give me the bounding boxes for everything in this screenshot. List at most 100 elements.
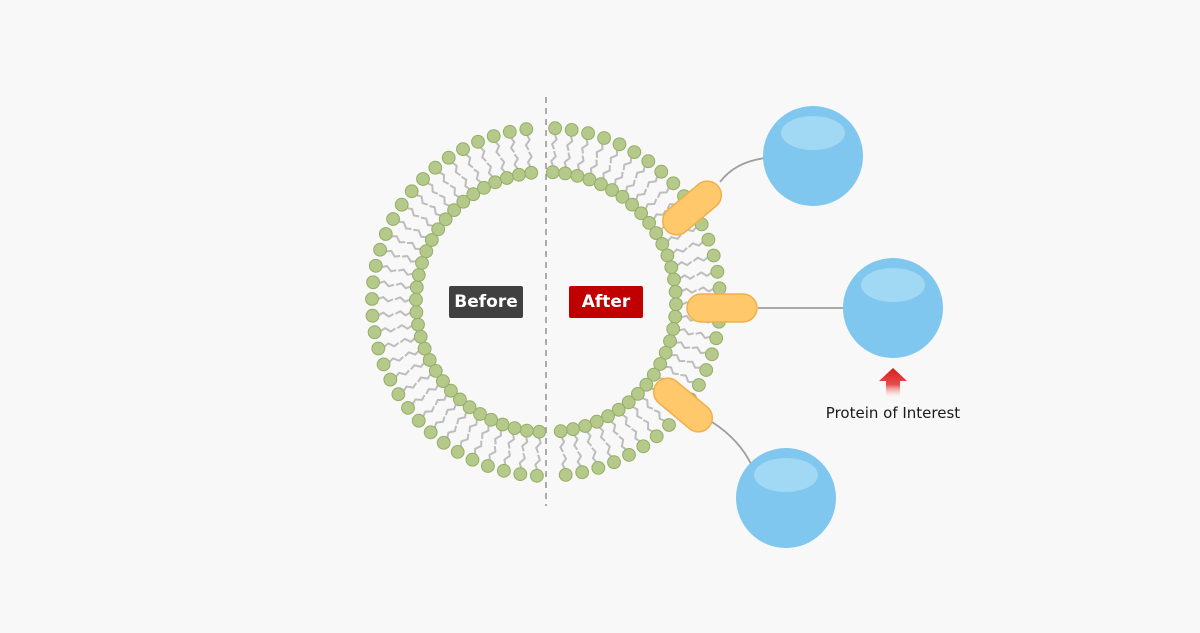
after-lipid-head bbox=[639, 377, 654, 392]
after-lipid-head bbox=[641, 154, 656, 169]
before-lipid-head bbox=[378, 227, 393, 241]
after-lipid-head bbox=[663, 334, 677, 349]
before-lipid-head bbox=[484, 412, 499, 427]
after-lipid-head bbox=[709, 331, 724, 346]
before-lipid-tail bbox=[406, 207, 420, 218]
before-lipid-tail bbox=[417, 373, 432, 383]
before-lipid-tail bbox=[451, 161, 461, 177]
before-lipid-tail bbox=[524, 134, 531, 151]
after-lipid-head bbox=[649, 226, 664, 241]
after-lipid-head bbox=[564, 122, 579, 137]
before-lipid-tail bbox=[378, 280, 395, 288]
after-lipid-tail bbox=[691, 346, 707, 355]
before-lipid-head bbox=[532, 424, 547, 439]
after-lipid-head bbox=[646, 367, 661, 382]
after-lipid-tail bbox=[624, 179, 636, 193]
before-lipid-tail bbox=[388, 356, 404, 363]
after-lipid-tail bbox=[642, 419, 654, 433]
before-lipid-tail bbox=[413, 228, 427, 239]
tether-line-top bbox=[719, 157, 766, 183]
after-label: After bbox=[569, 286, 643, 318]
before-lipid-tail bbox=[377, 296, 394, 303]
after-lipid-tail bbox=[621, 413, 631, 429]
before-lipid-tail bbox=[534, 454, 541, 471]
before-lipid-head bbox=[411, 317, 425, 332]
after-lipid-head bbox=[589, 414, 604, 429]
before-lipid-tail bbox=[429, 205, 442, 217]
after-lipid-tail bbox=[577, 155, 585, 171]
after-lipid-head bbox=[622, 448, 636, 462]
after-lipid-head bbox=[575, 465, 590, 480]
after-lipid-head bbox=[545, 165, 560, 180]
after-lipid-head bbox=[699, 363, 714, 377]
after-lipid-tail bbox=[595, 143, 604, 158]
after-lipid-head bbox=[601, 409, 615, 424]
after-lipid-tail bbox=[622, 157, 633, 171]
before-lipid-head bbox=[456, 194, 471, 209]
before-lipid-tail bbox=[398, 220, 412, 230]
after-lipid-tail bbox=[566, 135, 574, 151]
before-lipid-head bbox=[453, 392, 467, 407]
after-lipid-tail bbox=[681, 287, 697, 294]
before-lipid-head bbox=[373, 242, 388, 257]
before-lipid-tail bbox=[394, 296, 411, 303]
after-lipid-head bbox=[612, 137, 627, 152]
after-lipid-head bbox=[578, 419, 592, 433]
after-lipid-head bbox=[710, 264, 725, 279]
after-lipid-head bbox=[581, 126, 595, 141]
after-lipid-head bbox=[570, 169, 585, 183]
before-lipid-head bbox=[419, 244, 434, 259]
before-lipid-head bbox=[401, 401, 415, 415]
before-lipid-head bbox=[367, 325, 382, 340]
before-lipid-tail bbox=[526, 151, 533, 168]
before-lipid-head bbox=[368, 258, 383, 273]
before-lipid-tail bbox=[438, 171, 450, 185]
before-lipid-head bbox=[386, 212, 401, 226]
after-lipid-head bbox=[607, 455, 621, 470]
after-lipid-head bbox=[642, 216, 656, 230]
before-lipid-head bbox=[519, 122, 534, 137]
after-lipid-tail bbox=[618, 435, 627, 451]
after-lipid-tail bbox=[676, 260, 693, 267]
before-lipid-tail bbox=[434, 394, 448, 406]
before-lipid-head bbox=[486, 129, 501, 144]
before-lipid-tail bbox=[410, 362, 426, 371]
before-lipid-tail bbox=[507, 433, 515, 449]
before-lipid-tail bbox=[396, 324, 413, 330]
after-lipid-tail bbox=[678, 328, 694, 336]
after-lipid-head bbox=[655, 237, 670, 251]
after-lipid-head bbox=[611, 402, 626, 417]
after-lipid-head bbox=[654, 164, 669, 179]
before-lipid-tail bbox=[494, 141, 501, 157]
after-lipid-head bbox=[634, 206, 648, 221]
before-lipid-tail bbox=[488, 446, 497, 461]
before-lipid-tail bbox=[474, 440, 483, 455]
before-lipid-tail bbox=[395, 310, 411, 317]
membrane-anchors bbox=[652, 180, 758, 433]
before-lipid-head bbox=[530, 468, 544, 483]
before-lipid-tail bbox=[461, 175, 471, 191]
after-lipid-tail bbox=[698, 286, 714, 293]
anchor-top bbox=[661, 180, 723, 236]
after-lipid-head bbox=[668, 284, 683, 299]
before-lipid-head bbox=[411, 413, 426, 428]
before-lipid-tail bbox=[456, 411, 468, 425]
before-lipid-head bbox=[423, 425, 438, 440]
before-lipid-head bbox=[513, 467, 528, 482]
before-lipid-head bbox=[409, 292, 423, 307]
tethers bbox=[711, 157, 845, 467]
before-lipid-head bbox=[477, 180, 491, 195]
after-lipid-tail bbox=[602, 165, 611, 179]
before-lipid-tail bbox=[383, 342, 400, 348]
before-lipid-head bbox=[366, 275, 381, 290]
before-lipid-tail bbox=[486, 162, 494, 178]
after-lipid-tail bbox=[591, 447, 598, 463]
before-lipid-head bbox=[497, 463, 511, 478]
before-lipid-head bbox=[404, 184, 419, 199]
after-lipid-tail bbox=[631, 427, 641, 443]
before-lipid-tail bbox=[518, 453, 526, 469]
after-lipid-tail bbox=[635, 188, 648, 201]
before-lipid-tail bbox=[391, 235, 406, 244]
before-lipid-head bbox=[502, 124, 517, 139]
after-lipid-tail bbox=[605, 442, 613, 458]
